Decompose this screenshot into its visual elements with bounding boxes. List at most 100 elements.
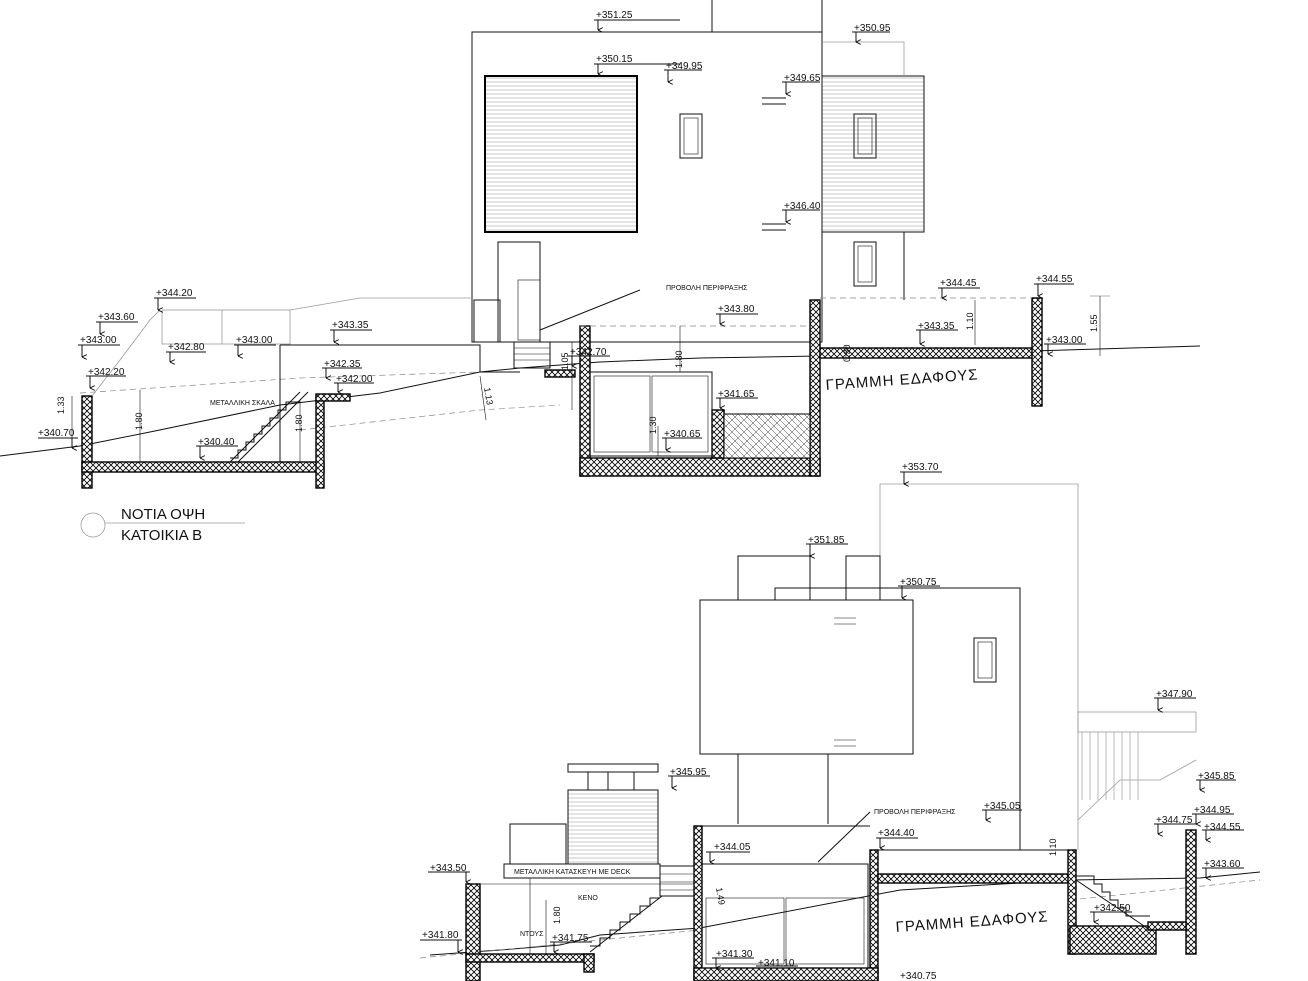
- level-marker: +343.00: [234, 335, 276, 356]
- level-text: +343.80: [718, 304, 755, 315]
- level-text: +340.75: [900, 971, 937, 981]
- level-marker: +346.40: [782, 201, 821, 222]
- level-marker: +350.75: [898, 577, 940, 598]
- dimension: 1.49: [714, 887, 727, 906]
- level-marker: +341.10: [756, 958, 798, 969]
- level-text: +344.95: [1194, 805, 1231, 816]
- level-marker: +344.95: [1192, 805, 1234, 824]
- level-marker: +342.70: [568, 347, 610, 366]
- level-text: +345.95: [670, 767, 707, 778]
- level-markers: +351.25 +350.15 +349.95 +350.95 +349.65 …: [38, 10, 1086, 458]
- metal-stair-label: ΜΕΤΑΛΛΙΚΗ ΣΚΑΛΑ: [210, 400, 275, 407]
- level-marker: +344.45: [938, 278, 980, 298]
- dimension: 1.80: [294, 414, 304, 432]
- level-text: +343.00: [236, 335, 273, 346]
- level-text: +342.80: [168, 342, 205, 353]
- level-text: +343.35: [332, 320, 369, 331]
- level-marker: +345.05: [982, 801, 1022, 820]
- ground-line: [0, 345, 1201, 457]
- level-marker: +349.65: [782, 73, 821, 94]
- south-elevation: +351.25 +350.15 +349.95 +350.95 +349.65 …: [0, 0, 1201, 544]
- drawing-title: ΝΟΤΙΑ ΟΨΗ: [121, 506, 205, 523]
- level-marker: +340.75: [900, 971, 937, 981]
- fence-projection-label: ΠΡΟΒΟΛΗ ΠΕΡΙΦΡΑΞΗΣ: [874, 809, 956, 816]
- level-text: +341.30: [716, 949, 753, 960]
- level-text: +350.95: [854, 23, 891, 34]
- level-text: +341.80: [422, 930, 459, 941]
- level-marker: +343.35: [330, 320, 372, 342]
- large-window: [699, 599, 914, 755]
- level-text: +349.95: [666, 61, 703, 72]
- level-text: +351.85: [808, 535, 845, 546]
- door: [497, 241, 541, 343]
- level-marker: +342.80: [166, 342, 206, 362]
- level-text: +342.70: [570, 347, 607, 358]
- level-text: +341.75: [552, 933, 589, 944]
- level-text: +342.35: [324, 359, 361, 370]
- void-label: ΚΕΝΟ: [578, 895, 598, 902]
- dimension: 1.30: [648, 416, 658, 434]
- level-text: +340.40: [198, 437, 235, 448]
- level-marker: +343.60: [96, 312, 138, 334]
- level-text: +341.65: [718, 389, 755, 400]
- level-text: +343.35: [918, 321, 955, 332]
- level-marker: +344.55: [1034, 274, 1074, 296]
- level-text: +343.00: [80, 335, 117, 346]
- level-text: +344.75: [1156, 815, 1193, 826]
- level-text: +343.60: [98, 312, 135, 323]
- level-marker: +350.95: [852, 23, 891, 42]
- dimension: 1.55: [1089, 314, 1099, 332]
- level-text: +344.55: [1204, 822, 1241, 833]
- level-marker: +341.80: [420, 930, 462, 952]
- level-marker: +343.50: [428, 863, 470, 882]
- level-text: +340.65: [664, 429, 701, 440]
- level-text: +344.45: [940, 278, 977, 289]
- level-marker: +351.85: [806, 535, 848, 556]
- level-marker: +345.85: [1196, 771, 1236, 790]
- level-marker: +347.90: [1154, 689, 1196, 710]
- level-marker: +353.70: [900, 462, 942, 484]
- level-marker: +345.95: [668, 767, 710, 788]
- level-marker: +342.50: [1090, 903, 1132, 922]
- metal-deck-label: ΜΕΤΑΛΛΙΚΗ ΚΑΤΑΣΚΕΥΗ ΜΕ DECK: [514, 869, 631, 876]
- level-marker: +351.25: [594, 10, 680, 30]
- level-text: +350.75: [900, 577, 937, 588]
- level-text: +340.70: [38, 428, 75, 439]
- level-text: +351.25: [596, 10, 633, 21]
- dimension: 1.33: [56, 396, 66, 414]
- level-marker: +343.00: [1044, 335, 1086, 354]
- level-text: +344.20: [156, 288, 193, 299]
- level-marker: +344.55: [1202, 822, 1244, 840]
- ground-line-label: ΓΡΑΜΜΗ ΕΔΑΦΟΥΣ: [825, 366, 979, 394]
- level-marker: +344.05: [706, 842, 751, 862]
- level-text: +346.40: [784, 201, 821, 212]
- level-text: +347.90: [1156, 689, 1193, 700]
- second-elevation: +353.70 +351.85 +350.75 +347.90 +345.95 …: [419, 462, 1261, 981]
- level-marker: +343.80: [716, 304, 758, 324]
- level-text: +344.05: [714, 842, 751, 853]
- level-marker: +343.60: [1202, 859, 1244, 878]
- level-text: +345.05: [984, 801, 1021, 812]
- level-marker: +341.75: [550, 933, 592, 952]
- level-text: +342.00: [336, 374, 373, 385]
- level-marker: +341.65: [716, 389, 758, 408]
- large-louvered-window: [484, 75, 638, 233]
- level-marker: +342.00: [334, 374, 374, 392]
- level-text: +350.15: [596, 54, 633, 65]
- level-text: +341.10: [758, 958, 795, 969]
- dashed-ground: [79, 371, 481, 394]
- level-text: +342.20: [88, 367, 125, 378]
- dimension: 1.05: [560, 352, 570, 370]
- level-markers: +353.70 +351.85 +350.75 +347.90 +345.95 …: [420, 462, 1244, 981]
- level-text: +344.55: [1036, 274, 1073, 285]
- title-bubble: [80, 512, 106, 538]
- level-text: +342.50: [1094, 903, 1131, 914]
- fence-projection-label: ΠΡΟΒΟΛΗ ΠΕΡΙΦΡΑΞΗΣ: [666, 285, 748, 292]
- level-text: +345.85: [1198, 771, 1235, 782]
- drawing-subtitle: ΚΑΤΟΙΚΙΑ Β: [121, 527, 202, 544]
- dimension: 1.80: [674, 350, 684, 368]
- level-text: +343.00: [1046, 335, 1083, 346]
- shower-label: ΝΤΟΥΣ: [520, 931, 544, 938]
- level-text: +343.50: [430, 863, 467, 874]
